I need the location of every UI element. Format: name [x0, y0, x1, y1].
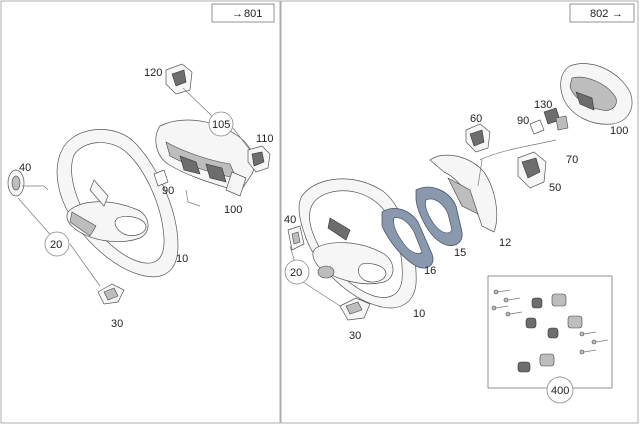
screw: [591, 339, 609, 345]
label-30-left: 30: [111, 318, 123, 330]
right-part-15: [415, 186, 463, 246]
label-10-left: 10: [176, 253, 188, 265]
label-90-left: 90: [162, 185, 174, 197]
label-16: 16: [424, 265, 436, 277]
leader-line: [17, 197, 56, 241]
leader-line: [69, 243, 101, 287]
label-400: 400: [551, 385, 569, 397]
left-steering-wheel: [56, 129, 179, 278]
grommet: [517, 353, 555, 373]
leader-line: [232, 127, 251, 151]
grommet: [525, 315, 583, 329]
label-100-left: 100: [224, 204, 242, 216]
screw: [579, 349, 597, 355]
right-part-90: [529, 119, 545, 135]
left-part-40: [7, 169, 49, 197]
label-40-left: 40: [19, 162, 31, 174]
left-part-90: [153, 169, 169, 187]
hardware-kit-box: [487, 275, 613, 389]
screw: [503, 297, 521, 303]
right-part-16: [381, 208, 434, 269]
grommet: [531, 293, 567, 309]
screw: [493, 289, 511, 295]
right-part-50: [517, 151, 547, 189]
right-part-70-cable: [479, 139, 557, 161]
right-ref-box[interactable]: 802 →: [569, 3, 635, 23]
left-ref-number: 801: [244, 8, 262, 20]
left-panel-frame: [0, 0, 281, 424]
callout-circle-400: [546, 376, 574, 404]
left-airbag-module: [155, 119, 255, 207]
label-60: 60: [470, 113, 482, 125]
ref-arrow: →: [232, 8, 243, 20]
right-part-130: [543, 107, 569, 131]
label-110: 110: [256, 133, 274, 145]
leader-line: [182, 87, 215, 119]
label-30-right: 30: [349, 330, 361, 342]
callout-circle-20-left: [44, 231, 70, 257]
label-50: 50: [549, 182, 561, 194]
screw: [505, 311, 523, 317]
label-15: 15: [454, 247, 466, 259]
right-panel-frame: [280, 0, 639, 424]
label-90-right: 90: [517, 115, 529, 127]
right-ref-number: 802: [590, 8, 608, 20]
label-120: 120: [144, 67, 162, 79]
right-part-30: [339, 297, 371, 321]
label-20-left: 20: [50, 239, 62, 251]
left-part-110: [247, 145, 271, 173]
left-part-120: [165, 63, 193, 95]
screw: [579, 331, 597, 337]
label-105: 105: [212, 119, 230, 131]
label-130: 130: [534, 99, 552, 111]
callout-circle-20-right: [284, 259, 310, 285]
cable-branch: [477, 159, 483, 187]
screw: [491, 305, 509, 311]
callout-circle-105: [208, 111, 234, 137]
right-airbag-module: [560, 63, 633, 125]
grommet: [547, 327, 559, 339]
ref-arrow: →: [612, 8, 623, 20]
label-20-right: 20: [290, 267, 302, 279]
left-ref-box[interactable]: → 801: [211, 3, 275, 23]
right-part-40: [287, 225, 305, 251]
label-10-right: 10: [413, 308, 425, 320]
label-40-right: 40: [284, 214, 296, 226]
leader-line: [299, 279, 341, 307]
label-12: 12: [499, 237, 511, 249]
left-part-30: [97, 283, 125, 305]
label-100-right: 100: [610, 125, 628, 137]
label-70: 70: [566, 154, 578, 166]
right-part-60: [465, 123, 491, 153]
